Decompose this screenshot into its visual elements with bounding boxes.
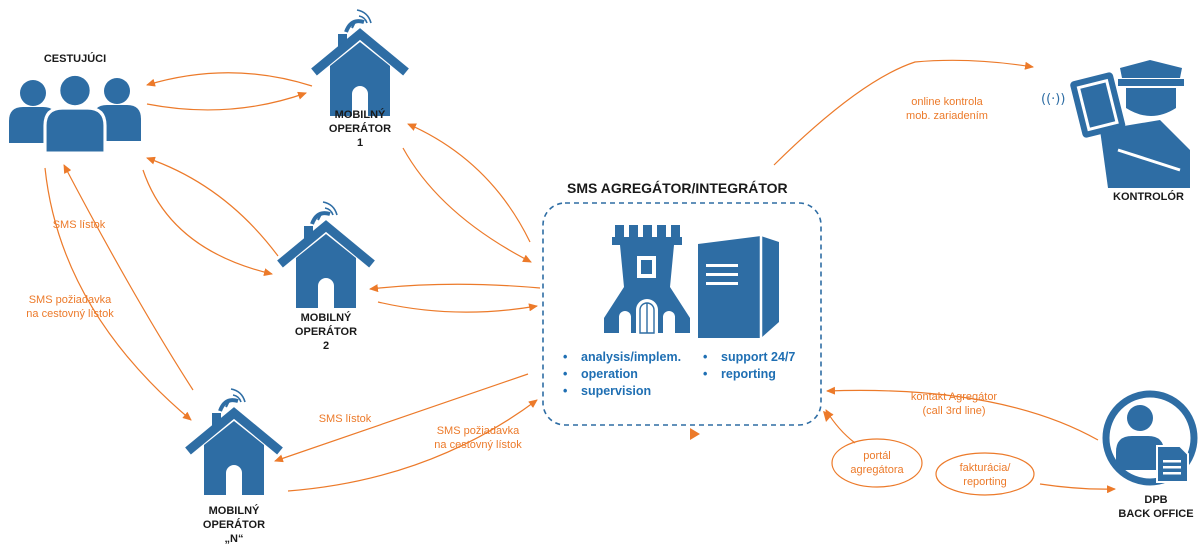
arrow-op2-to-travelers — [146, 156, 279, 257]
arrow-opN-to-travelers — [63, 164, 194, 391]
inspector-label: KONTROLÓR — [1113, 191, 1184, 203]
arrow-agg-to-op1 — [407, 123, 531, 243]
arrow-travelers-to-op2 — [142, 169, 273, 277]
service-item: analysis/implem. — [563, 349, 681, 366]
service-item: supervision — [563, 383, 681, 400]
flow-label-sms-request: SMS požiadavka na cestovný lístok — [434, 425, 522, 451]
arrow-backoffice-to-agg — [826, 386, 1099, 441]
arrow-op1-to-agg — [402, 147, 532, 263]
flow-label-portal: portál agregátora — [850, 450, 904, 476]
flow-label-sms-request: SMS požiadavka na cestovný lístok — [26, 294, 114, 320]
aggregator-box — [542, 202, 822, 426]
arrow-agg-to-opN — [274, 373, 529, 463]
arrowhead-mark — [823, 411, 833, 422]
svg-text:((·)): ((·)) — [1041, 92, 1065, 107]
server-icon — [698, 236, 779, 338]
arrow-op1-to-travelers — [146, 72, 313, 87]
service-item: reporting — [703, 366, 795, 383]
backoffice-label: DPB BACK OFFICE — [1118, 494, 1194, 520]
arrow-agg-to-op2 — [369, 283, 541, 293]
services-list-left: analysis/implem. operation supervision — [563, 349, 681, 400]
arrow-travelers-to-op1 — [146, 91, 307, 111]
flow-label-contact-aggregator: kontakt Agregátor (call 3rd line) — [910, 391, 998, 417]
house-with-satellite-icon — [314, 10, 406, 116]
office-worker-icon — [1102, 390, 1198, 486]
travelers-label: CESTUJÚCI — [43, 53, 107, 65]
flow-label-sms-ticket: SMS lístok — [318, 413, 372, 425]
operator-1-label: MOBILNÝ OPERÁTOR 1 — [328, 109, 392, 149]
arrow-op2-to-agg — [377, 301, 538, 313]
services-list-right: support 24/7 reporting — [703, 349, 795, 383]
aggregator-title: SMS AGREGÁTOR/INTEGRÁTOR — [567, 180, 788, 196]
operator-2-label: MOBILNÝ OPERÁTOR 2 — [294, 312, 358, 352]
invoicing-ellipse — [935, 452, 1035, 496]
flow-label-online-check: online kontrola mob. zariadením — [906, 96, 988, 122]
people-group-icon — [9, 72, 141, 155]
tower-icon — [604, 225, 690, 334]
portal-ellipse — [831, 438, 923, 488]
arrow-invoicing-to-backoffice — [1039, 483, 1116, 494]
house-with-satellite-icon — [188, 389, 280, 495]
flow-label-invoicing: fakturácia/ reporting — [959, 462, 1011, 488]
service-item: support 24/7 — [703, 349, 795, 366]
flow-arrows — [44, 59, 1116, 496]
operator-n-label: MOBILNÝ OPERÁTOR „N“ — [202, 505, 266, 545]
house-with-satellite-icon — [280, 202, 372, 308]
arrowhead-mark — [690, 428, 700, 440]
service-item: operation — [563, 366, 681, 383]
inspector-icon: ((·)) — [1041, 60, 1190, 188]
flow-label-sms-ticket: SMS lístok — [52, 219, 106, 231]
arrow-agg-to-inspector — [773, 59, 1034, 166]
arrow-opN-to-agg — [287, 399, 538, 492]
arrow-travelers-to-opN — [44, 167, 192, 421]
